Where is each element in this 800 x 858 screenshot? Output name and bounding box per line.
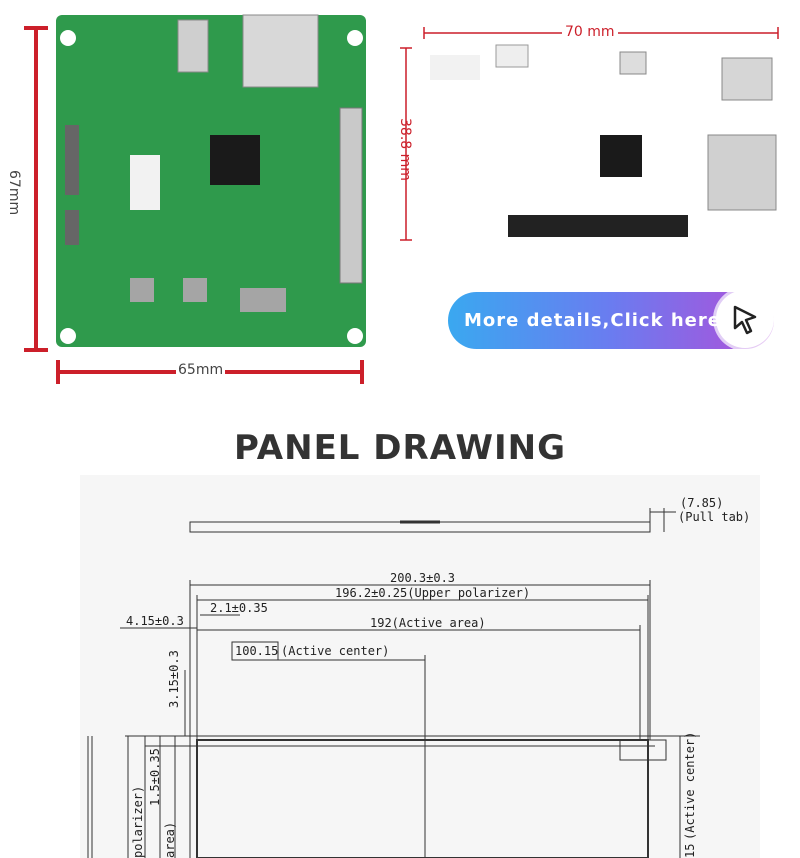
panel-lines <box>87 508 700 858</box>
left-width-label: 65mm <box>176 362 226 378</box>
right-board-components <box>430 44 777 237</box>
active-center-value: 100.15 <box>235 644 278 658</box>
pcb-details-svg <box>24 14 779 384</box>
pulltab-label: (Pull tab) <box>678 510 750 524</box>
vertical-offset-a: 1.5±0.35 <box>148 748 162 806</box>
inner-offset: 2.1±0.35 <box>210 601 268 615</box>
right-height-label: 38.8 mm <box>397 118 413 181</box>
left-offset: 4.15±0.3 <box>126 614 184 628</box>
right-active-center: (Active center) <box>683 732 697 840</box>
side-label-area: area) <box>163 822 177 858</box>
right-number: 15 <box>683 844 697 858</box>
right-width-label: 70 mm <box>562 24 618 40</box>
left-height-label: 67mm <box>6 170 22 216</box>
pulltab-value: (7.85) <box>680 496 723 510</box>
left-board-components <box>60 14 363 344</box>
overall-width: 200.3±0.3 <box>390 571 455 585</box>
cursor-click-icon <box>716 290 774 348</box>
panel-drawing-svg: (7.85) (Pull tab) 200.3±0.3 196.2±0.25(U… <box>87 496 750 858</box>
vertical-top-offset: 3.15±0.3 <box>167 650 181 708</box>
more-details-button[interactable]: More details,Click here <box>448 290 774 349</box>
side-label-polarizer: polarizer) <box>131 786 145 858</box>
upper-polarizer-width: 196.2±0.25(Upper polarizer) <box>335 586 530 600</box>
active-center-label: (Active center) <box>281 644 389 658</box>
panel-drawing-title: PANEL DRAWING <box>234 428 566 468</box>
active-area-width: 192(Active area) <box>370 616 486 630</box>
panel-drawing-area <box>80 475 760 858</box>
more-details-label: More details,Click here <box>464 310 721 331</box>
